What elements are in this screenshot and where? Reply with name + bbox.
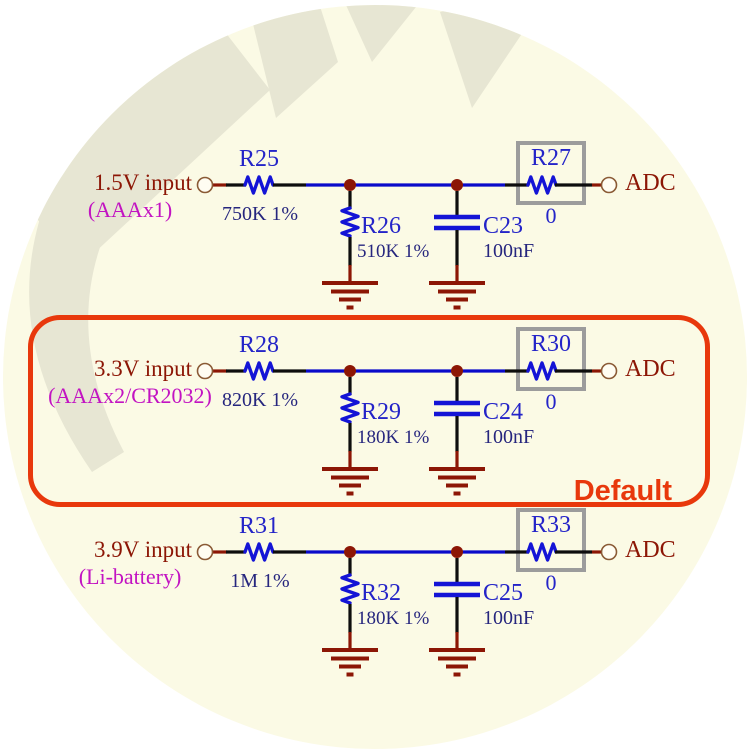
series-resistor-ref: R25 [238,146,279,172]
ground-icon [429,281,485,310]
output-resistor-value: 0 [545,570,557,595]
output-resistor-ref: R30 [530,331,571,357]
zero-ohm-box [516,141,586,205]
junction-dot [451,179,463,191]
capacitor-icon [434,400,480,417]
capacitor-ref: C23 [483,213,524,239]
shunt-resistor-ref: R29 [361,399,402,425]
adc-terminal-circle [600,362,618,380]
input-terminal-circle [196,176,214,194]
capacitor-value: 100nF [483,607,535,629]
shunt-resistor-icon [340,392,360,424]
output-resistor-ref: R33 [530,512,571,538]
input-note: (Li-battery) [78,564,182,589]
input-note: (AAAx1) [87,197,173,222]
junction-dot [344,546,356,558]
series-resistor-value: 820K 1% [221,389,299,411]
output-resistor-value: 0 [545,203,557,228]
input-label: 3.3V input [94,356,192,381]
junction-dot [451,365,463,377]
capacitor-value: 100nF [483,240,535,262]
output-resistor-icon [526,361,558,381]
shunt-resistor-ref: R26 [361,213,402,239]
adc-port-label: ADC [625,537,676,563]
ground-icon [322,281,378,310]
adc-port-label: ADC [625,356,676,382]
shunt-resistor-value: 180K 1% [357,608,430,629]
shunt-resistor-value: 510K 1% [357,241,430,262]
shunt-resistor-icon [340,206,360,238]
series-resistor-ref: R28 [238,332,279,358]
series-resistor-icon [243,542,275,562]
adc-terminal-circle [600,176,618,194]
shunt-resistor-value: 180K 1% [357,427,430,448]
series-resistor-icon [243,361,275,381]
default-annotation: Default [573,475,672,507]
ground-icon [429,648,485,677]
default-highlight-box [28,315,710,507]
ground-icon [322,648,378,677]
output-resistor-ref: R27 [530,145,571,171]
adc-terminal-circle [600,543,618,561]
input-terminal-circle [196,362,214,380]
ground-icon [322,467,378,496]
input-label: 3.9V input [94,537,192,562]
input-terminal-circle [196,543,214,561]
zero-ohm-box [516,508,586,572]
capacitor-value: 100nF [483,426,535,448]
circuit-row-1 [196,141,618,310]
capacitor-ref: C25 [483,580,524,606]
series-resistor-ref: R31 [238,513,279,539]
ground-icon [429,467,485,496]
background-disc [3,5,747,749]
adc-port-label: ADC [625,170,676,196]
junction-dot [344,365,356,377]
capacitor-ref: C24 [483,399,524,425]
zero-ohm-box [516,327,586,391]
shunt-resistor-ref: R32 [361,580,402,606]
input-label: 1.5V input [94,170,192,195]
series-resistor-icon [243,175,275,195]
output-resistor-value: 0 [545,389,557,414]
capacitor-icon [434,581,480,598]
input-note: (AAAx2/CR2032) [48,383,212,408]
junction-dot [344,179,356,191]
output-resistor-icon [526,542,558,562]
junction-dot [451,546,463,558]
shunt-resistor-icon [340,573,360,605]
series-resistor-value: 1M 1% [230,570,290,592]
series-resistor-value: 750K 1% [221,203,299,225]
capacitor-icon [434,214,480,231]
circuit-row-2 [196,327,618,496]
output-resistor-icon [526,175,558,195]
circuit-row-3 [196,508,618,677]
